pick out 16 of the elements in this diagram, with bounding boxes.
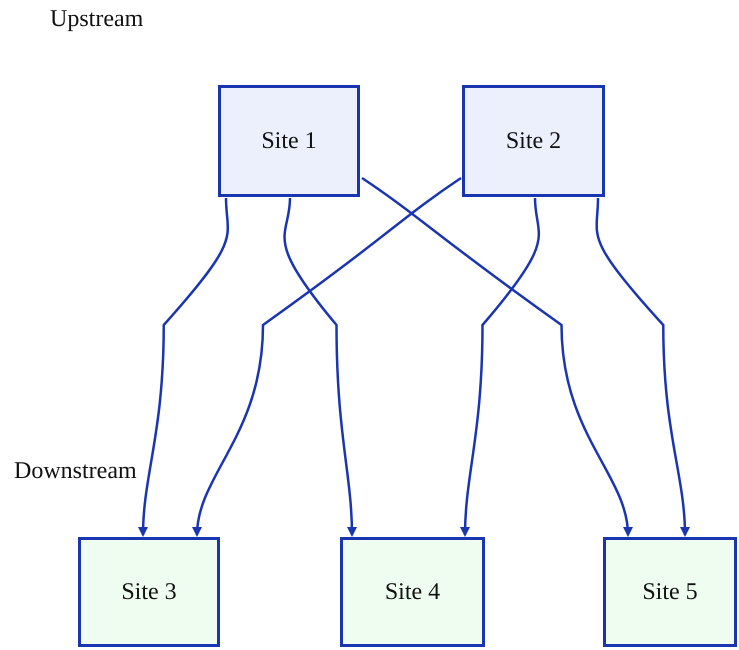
process-box: [78, 537, 220, 647]
node-label: Site 1: [261, 127, 317, 156]
process-box: [340, 537, 485, 647]
arrow: [361, 176, 632, 537]
process-box: [603, 537, 737, 647]
arrow: [283, 198, 357, 537]
node-label: Site 2: [506, 127, 562, 156]
node-label: Site 3: [121, 578, 177, 607]
process-box: [462, 85, 605, 197]
process-box: [218, 85, 360, 197]
arrow: [460, 198, 540, 537]
arrow: [192, 176, 462, 537]
node-label: Site 4: [384, 578, 440, 607]
node-label: Site 5: [642, 578, 698, 607]
arrow: [595, 198, 690, 537]
arrow: [138, 198, 230, 537]
